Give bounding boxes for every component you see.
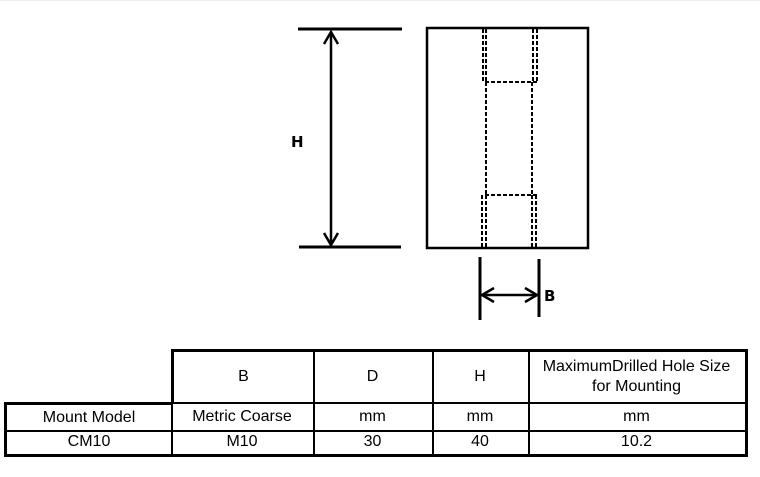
units-max-drilled-hole: mm (528, 402, 748, 432)
mount-body-outline (425, 26, 590, 250)
units-h: mm (432, 402, 530, 432)
units-d: mm (313, 402, 434, 432)
width-label: B (544, 287, 555, 305)
units-mount-model: Mount Model (4, 402, 173, 432)
hidden-hole-lines (481, 29, 538, 247)
table-cell-d: 30 (313, 430, 434, 457)
top-border (0, 0, 760, 1)
table-cell-model: CM10 (4, 430, 173, 457)
table-cell-b: M10 (171, 430, 315, 457)
height-label: H (291, 133, 304, 151)
header-h: H (432, 349, 530, 404)
table-cell-h: 40 (432, 430, 530, 457)
units-b: Metric Coarse (171, 402, 315, 432)
header-d: D (313, 349, 434, 404)
arrow-right-icon (524, 286, 540, 304)
mount-dimension-drawing: H B (291, 26, 590, 320)
header-b: B (171, 349, 315, 404)
arrow-down-icon (322, 232, 340, 248)
arrow-up-icon (322, 29, 340, 45)
arrow-left-icon (479, 286, 495, 304)
header-max-drilled-hole: MaximumDrilled Hole Size for Mounting (528, 349, 748, 404)
table-cell-max-drilled-hole: 10.2 (528, 430, 748, 457)
